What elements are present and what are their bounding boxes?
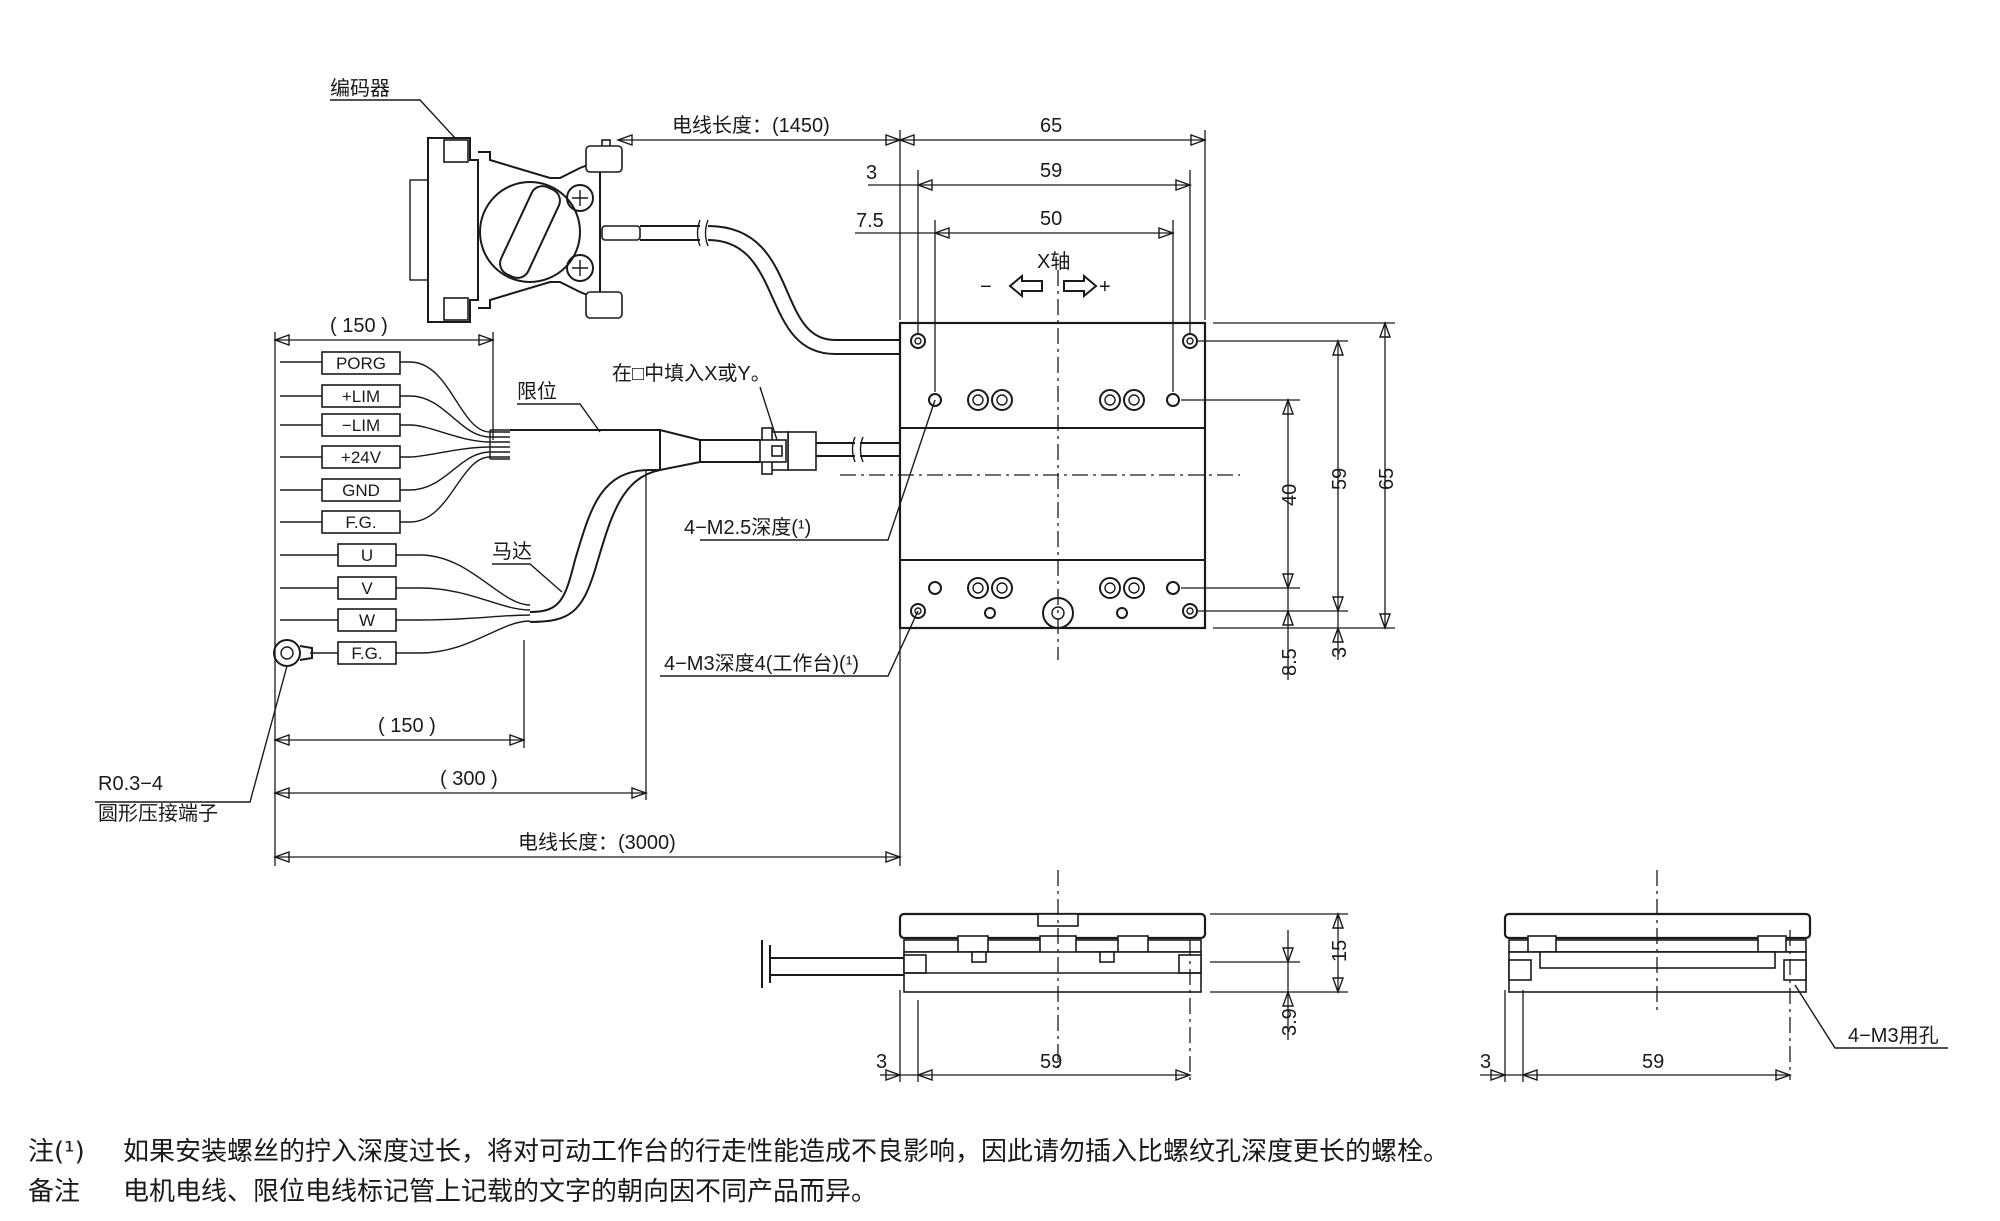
note-1-text: 如果安装螺丝的拧入深度过长，将对可动工作台的行走性能造成不良影响，因此请勿插入比… bbox=[123, 1137, 1450, 1167]
note-1: 注(¹) 如果安装螺丝的拧入深度过长，将对可动工作台的行走性能造成不良影响，因此… bbox=[28, 1132, 1449, 1172]
cable-length-bottom: 电线长度：(3000) bbox=[518, 831, 676, 854]
tag-u-text: U bbox=[361, 546, 373, 565]
tag-gnd bbox=[321, 478, 401, 502]
encoder-label: 编码器 bbox=[330, 77, 390, 100]
encoder-connector bbox=[409, 137, 709, 323]
motor-leader bbox=[492, 563, 563, 593]
dim-65-right: 65 bbox=[1376, 468, 1398, 490]
dim-59-side: 59 bbox=[1642, 1051, 1664, 1073]
cable-length-top: 电线长度：(1450) bbox=[672, 114, 830, 137]
limit-leader bbox=[517, 403, 601, 433]
m25-leader bbox=[700, 399, 936, 541]
tag-fg1 bbox=[321, 510, 401, 534]
front-view bbox=[761, 870, 1207, 1080]
tag-plim bbox=[321, 384, 401, 408]
dim-3-side: 3 bbox=[1480, 1051, 1491, 1073]
stage-top-view bbox=[840, 270, 1240, 660]
arrow-right-icon bbox=[1063, 273, 1098, 299]
dim-7-5: 7.5 bbox=[856, 210, 884, 232]
tag-v bbox=[337, 576, 397, 600]
dim-15: 15 bbox=[1329, 940, 1351, 962]
arrow-left-icon bbox=[1008, 273, 1043, 299]
right-dimensions bbox=[1181, 320, 1395, 680]
dim-3-top: 3 bbox=[866, 162, 877, 184]
m3-hole-callout: 4−M3用孔 bbox=[1848, 1024, 1939, 1047]
limit-cable bbox=[280, 361, 900, 523]
tag-u bbox=[337, 543, 397, 567]
terminal-size: R0.3−4 bbox=[98, 773, 163, 795]
notes: 注(¹) 如果安装螺丝的拧入深度过长，将对可动工作台的行走性能造成不良影响，因此… bbox=[28, 1132, 1449, 1212]
tag-w bbox=[337, 608, 397, 632]
motor-label: 马达 bbox=[492, 540, 532, 563]
terminal-name: 圆形压接端子 bbox=[98, 802, 218, 825]
minus-sign: − bbox=[980, 276, 992, 298]
fill-note: 在□中填入X或Y。 bbox=[612, 362, 771, 385]
m3-leader bbox=[660, 610, 919, 677]
tag-porg-text: PORG bbox=[336, 354, 386, 373]
tag-porg bbox=[321, 351, 401, 375]
dim-3-right: 3 bbox=[1329, 647, 1351, 658]
m3-callout: 4−M3深度4(工作台)(¹) bbox=[664, 652, 859, 675]
fill-note-leader bbox=[759, 386, 778, 441]
note-2-text: 电机电线、限位电线标记管上记载的文字的朝向因不同产品而异。 bbox=[123, 1177, 878, 1207]
terminal-leader bbox=[95, 665, 288, 803]
dim-59-top: 59 bbox=[1040, 160, 1062, 182]
encoder-leader bbox=[330, 99, 456, 139]
tag-mlim bbox=[321, 413, 401, 437]
side-view bbox=[1503, 870, 1812, 1080]
dim-65-top: 65 bbox=[1040, 115, 1062, 137]
m25-callout: 4−M2.5深度(¹) bbox=[684, 516, 811, 539]
dim-50: 50 bbox=[1040, 208, 1062, 230]
dim-300: ( 300 ) bbox=[440, 768, 498, 790]
note-2: 备注 电机电线、限位电线标记管上记载的文字的朝向因不同产品而异。 bbox=[28, 1172, 1449, 1212]
dim-150-top: ( 150 ) bbox=[330, 315, 388, 337]
left-dimensions bbox=[272, 332, 903, 866]
dim-3-9: 3.9 bbox=[1279, 1008, 1301, 1036]
note-2-label: 备注 bbox=[28, 1177, 81, 1207]
front-dimensions bbox=[880, 911, 1348, 1082]
tag-v-text: V bbox=[361, 579, 373, 598]
tag-fg2 bbox=[337, 641, 397, 665]
tag-24v bbox=[321, 445, 401, 469]
dim-3-front: 3 bbox=[876, 1051, 887, 1073]
side-dimensions bbox=[1480, 984, 1948, 1082]
tag-gnd-text: GND bbox=[342, 481, 380, 500]
tag-fg1-text: F.G. bbox=[345, 513, 376, 532]
encoder-cable bbox=[707, 225, 900, 341]
top-dimensions bbox=[855, 130, 1208, 392]
note-1-label: 注(¹) bbox=[28, 1137, 85, 1167]
tag-fg2-text: F.G. bbox=[351, 644, 382, 663]
x-axis-label: X轴 bbox=[1037, 250, 1070, 273]
tag-mlim-text: −LIM bbox=[342, 416, 380, 435]
dim-8-5: 8.5 bbox=[1279, 648, 1301, 676]
dim-59-right: 59 bbox=[1329, 468, 1351, 490]
dim-59-front: 59 bbox=[1040, 1051, 1062, 1073]
motor-cable bbox=[273, 469, 661, 667]
encoder-cable-2 bbox=[707, 239, 900, 355]
tag-plim-text: +LIM bbox=[342, 387, 380, 406]
limit-label: 限位 bbox=[517, 380, 557, 403]
dim-150-bottom: ( 150 ) bbox=[378, 715, 436, 737]
plus-sign: + bbox=[1099, 276, 1111, 298]
tag-w-text: W bbox=[359, 611, 375, 630]
tag-24v-text: +24V bbox=[341, 448, 382, 467]
dim-40: 40 bbox=[1279, 484, 1301, 506]
